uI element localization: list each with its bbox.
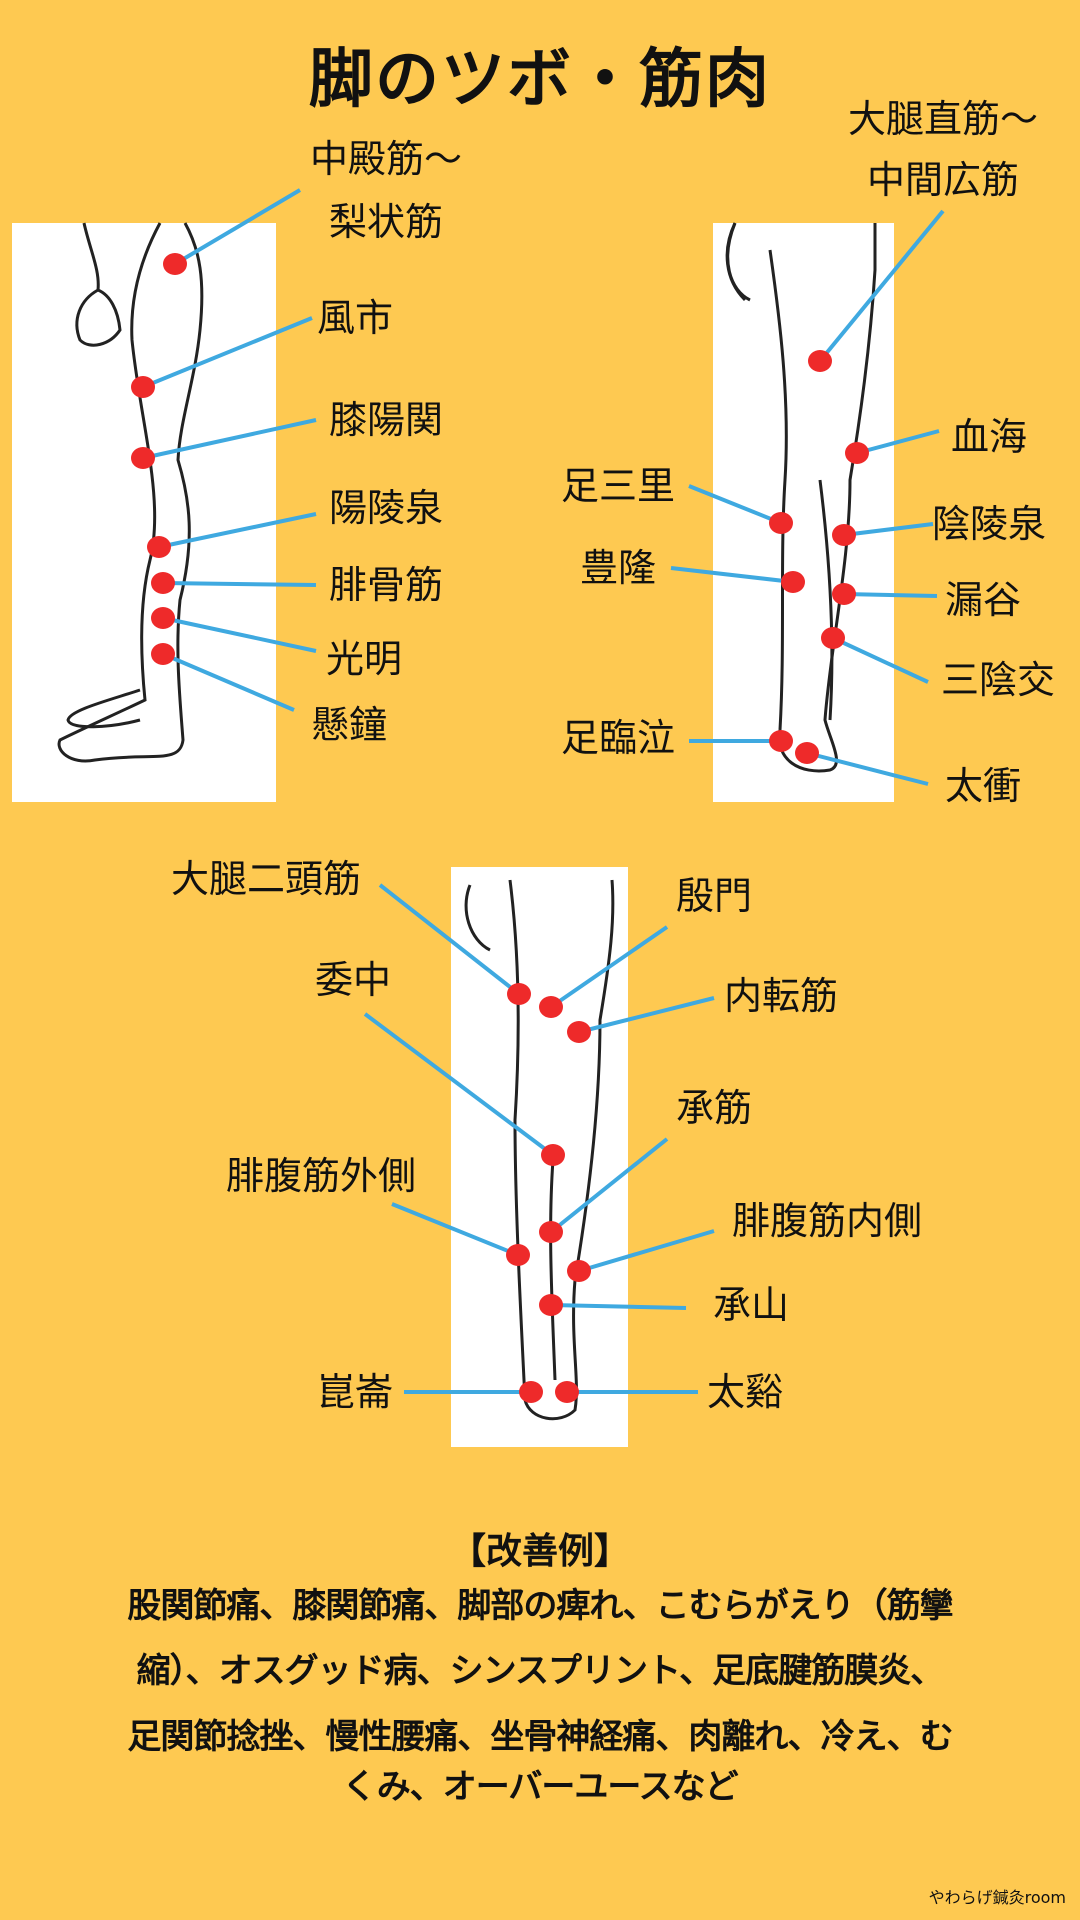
- point-rouk: [832, 583, 856, 605]
- line-saninkou: [832, 636, 929, 684]
- leg-outlines: [57, 222, 877, 1421]
- front-view-panel: [713, 223, 894, 802]
- acupoints: [131, 253, 869, 1403]
- line-hifukukin-nai: [578, 1229, 715, 1273]
- point-houryuu: [781, 571, 805, 593]
- point-saninkou: [821, 627, 845, 649]
- point-hikotsukin: [151, 572, 175, 594]
- line-daitainitoukin: [378, 883, 521, 996]
- line-ichuu: [363, 1012, 555, 1157]
- line-shitsuyoukan: [142, 418, 317, 460]
- point-ichuu: [541, 1144, 565, 1166]
- label-rijoukin: 梨状筋: [328, 200, 444, 244]
- improvements-line: くみ、オーバーユースなど: [342, 1767, 738, 1807]
- point-chudenkin: [163, 253, 187, 275]
- line-rouk: [843, 592, 938, 598]
- line-chudenkin: [173, 188, 302, 266]
- point-hifukukin-gai: [506, 1244, 530, 1266]
- label-ichuu: 委中: [314, 958, 392, 1002]
- point-naitenkin: [567, 1021, 591, 1043]
- label-fuushi: 風市: [316, 296, 394, 340]
- point-youryousen: [147, 536, 171, 558]
- line-naitenkin: [578, 996, 715, 1034]
- label-ashisanri: 足三里: [560, 464, 676, 508]
- point-inryousen: [832, 524, 856, 546]
- label-konron: 崑崙: [316, 1370, 394, 1414]
- watermark: やわらげ鍼灸room: [928, 1888, 1066, 1907]
- label-daitainitoukin: 大腿二頭筋: [170, 857, 362, 901]
- front-leg-outline: [725, 222, 877, 773]
- label-hifukukin-gai: 腓腹筋外側: [225, 1154, 417, 1198]
- line-hifukukin-gai: [391, 1202, 519, 1257]
- side-leg-outline: [57, 222, 204, 763]
- point-shouzan: [539, 1294, 563, 1316]
- label-hifukukin-nai: 腓腹筋内側: [731, 1199, 923, 1243]
- point-kenshou: [151, 643, 175, 665]
- line-daitaichokkin: [818, 209, 945, 363]
- label-taishou: 太衝: [944, 764, 1022, 808]
- label-shitsuyoukan: 膝陽関: [328, 398, 444, 442]
- label-rouk: 漏谷: [944, 578, 1022, 622]
- label-youryousen: 陽陵泉: [328, 486, 444, 530]
- label-inryousen: 陰陵泉: [931, 502, 1047, 546]
- label-chudenkin: 中殿筋〜: [309, 137, 463, 181]
- improvements-line: 縮）、オスグッド病、シンスプリント、足底腱筋膜炎、: [136, 1651, 945, 1691]
- back-leg-outline: [464, 879, 615, 1421]
- point-shitsuyoukan: [131, 447, 155, 469]
- label-shouzan: 承山: [712, 1283, 790, 1327]
- line-inryousen: [843, 522, 934, 537]
- line-shouzan: [550, 1303, 687, 1310]
- front-leg-inner: [818, 479, 834, 721]
- front-hand-outline: [726, 222, 751, 302]
- line-kekkai: [856, 429, 940, 455]
- side-foot-back: [66, 688, 141, 729]
- label-hikotsukin: 腓骨筋: [328, 563, 444, 607]
- point-shoukin: [539, 1221, 563, 1243]
- label-houryuu: 豊隆: [579, 546, 657, 590]
- label-saninkou: 三陰交: [940, 658, 1056, 702]
- line-youryousen: [158, 512, 317, 549]
- point-fuushi: [131, 376, 155, 398]
- point-koumei: [151, 607, 175, 629]
- improvements-line: 足関節捻挫、慢性腰痛、坐骨神経痛、肉離れ、冷え、む: [127, 1717, 953, 1757]
- point-inmon: [539, 996, 563, 1018]
- line-fuushi: [142, 316, 313, 389]
- improvements-line: 股関節痛、膝関節痛、脚部の痺れ、こむらがえり（筋攣: [127, 1586, 953, 1626]
- point-daitainitoukin: [507, 983, 531, 1005]
- leader-lines: [142, 188, 945, 1394]
- line-koumei: [162, 616, 317, 653]
- label-kenshou: 懸鐘: [310, 703, 388, 747]
- point-taishou: [795, 742, 819, 764]
- point-taikei: [555, 1381, 579, 1403]
- side-view-panel: [12, 223, 276, 802]
- line-inmon: [549, 925, 669, 1009]
- line-hikotsukin: [162, 581, 317, 587]
- label-naitenkin: 内転筋: [723, 974, 839, 1018]
- point-ashisanri: [769, 512, 793, 534]
- back-leg-inner: [549, 1159, 557, 1381]
- label-taikei: 太谿: [706, 1370, 784, 1414]
- point-kekkai: [845, 442, 869, 464]
- line-taishou: [806, 751, 929, 786]
- label-ashirinkyuu: 足臨泣: [560, 716, 676, 760]
- page-title: 脚のツボ・筋肉: [309, 43, 771, 117]
- label-inmon: 殷門: [675, 874, 753, 918]
- point-ashirinkyuu: [769, 730, 793, 752]
- point-daitaichokkin: [808, 350, 832, 372]
- label-chuukankoukin: 中間広筋: [866, 158, 1020, 202]
- label-koumei: 光明: [325, 637, 403, 681]
- label-kekkai: 血海: [950, 415, 1028, 459]
- point-konron: [519, 1381, 543, 1403]
- line-shoukin: [549, 1137, 669, 1234]
- label-daitaichokkin: 大腿直筋〜: [847, 97, 1039, 141]
- side-hand-outline: [75, 288, 122, 347]
- line-kenshou: [162, 652, 295, 712]
- improvements-heading: 【改善例】: [449, 1531, 630, 1572]
- line-ashisanri: [688, 484, 782, 525]
- point-hifukukin-nai: [567, 1260, 591, 1282]
- line-houryuu: [670, 566, 794, 584]
- label-shoukin: 承筋: [675, 1086, 753, 1130]
